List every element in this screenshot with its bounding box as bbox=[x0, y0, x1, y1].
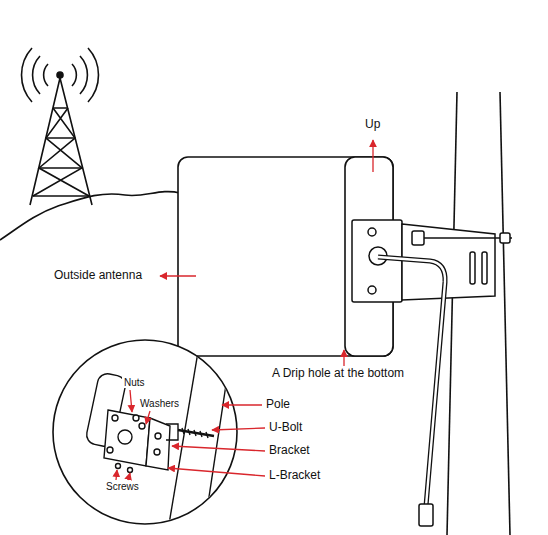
detail-inset bbox=[53, 340, 237, 524]
part-label: Pole bbox=[264, 398, 292, 411]
pole bbox=[447, 92, 510, 535]
part-label: Washers bbox=[138, 398, 181, 409]
pointer-arrows bbox=[116, 140, 373, 480]
hill-line bbox=[0, 192, 180, 240]
part-label: Outside antenna bbox=[52, 269, 144, 282]
cable-connector bbox=[419, 504, 433, 526]
part-label: Nuts bbox=[122, 377, 147, 388]
direction-label: Up bbox=[363, 118, 382, 131]
inset-parts bbox=[85, 340, 232, 530]
note-label: A Drip hole at the bottom bbox=[270, 367, 406, 380]
cell-tower bbox=[22, 48, 99, 205]
part-label: U-Bolt bbox=[267, 421, 304, 434]
part-label: L-Bracket bbox=[267, 469, 322, 482]
part-label: Bracket bbox=[267, 444, 312, 457]
coax-cable bbox=[378, 257, 445, 506]
part-label: Screws bbox=[104, 481, 141, 492]
